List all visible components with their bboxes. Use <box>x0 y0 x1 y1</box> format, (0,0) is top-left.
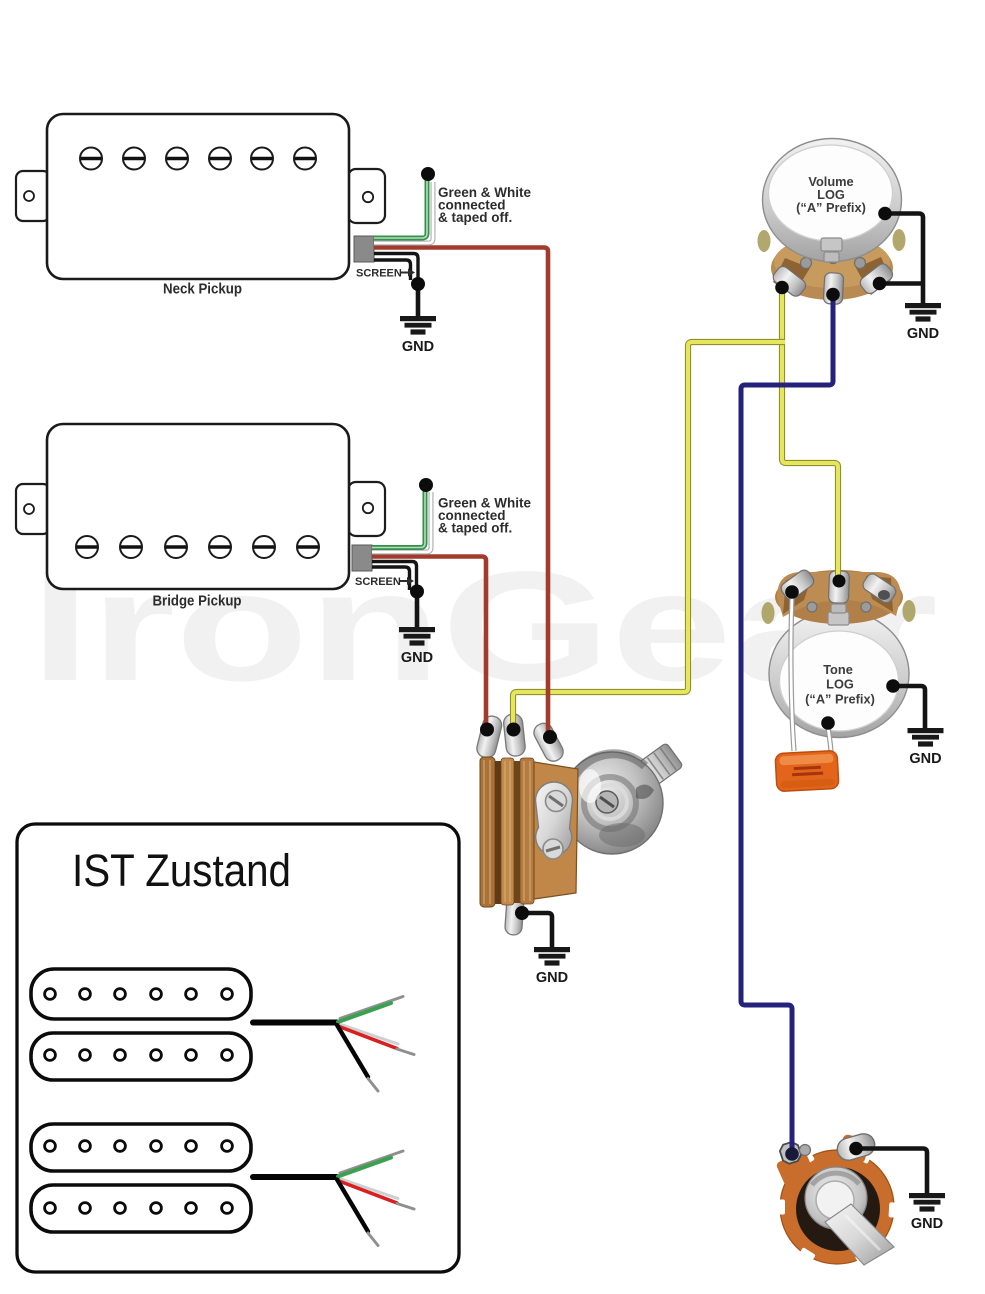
svg-text:connected: connected <box>438 508 506 523</box>
svg-text:(“A” Prefix): (“A” Prefix) <box>796 200 866 215</box>
svg-text:Green & White: Green & White <box>438 185 532 200</box>
svg-text:Volume: Volume <box>808 174 853 189</box>
svg-text:GND: GND <box>536 970 568 986</box>
svg-text:SCREEN: SCREEN <box>355 576 401 588</box>
svg-text:LOG: LOG <box>826 677 854 692</box>
svg-text:LOG: LOG <box>817 187 845 202</box>
svg-text:Green & White: Green & White <box>438 496 532 511</box>
svg-text:GND: GND <box>402 339 434 355</box>
svg-text:Tone: Tone <box>823 662 853 677</box>
svg-text:SCREEN: SCREEN <box>356 268 402 280</box>
svg-text:connected: connected <box>438 198 506 213</box>
svg-text:& taped off.: & taped off. <box>438 521 512 536</box>
svg-text:GND: GND <box>401 650 433 666</box>
svg-text:GND: GND <box>911 1216 943 1232</box>
svg-text:GND: GND <box>909 751 941 767</box>
svg-text:(“A” Prefix): (“A” Prefix) <box>805 692 875 707</box>
svg-text:Bridge Pickup: Bridge Pickup <box>153 594 242 610</box>
svg-text:GND: GND <box>907 326 939 342</box>
svg-text:Neck Pickup: Neck Pickup <box>163 282 242 298</box>
svg-text:& taped off.: & taped off. <box>438 210 512 225</box>
svg-text:IST Zustand: IST Zustand <box>72 845 291 896</box>
